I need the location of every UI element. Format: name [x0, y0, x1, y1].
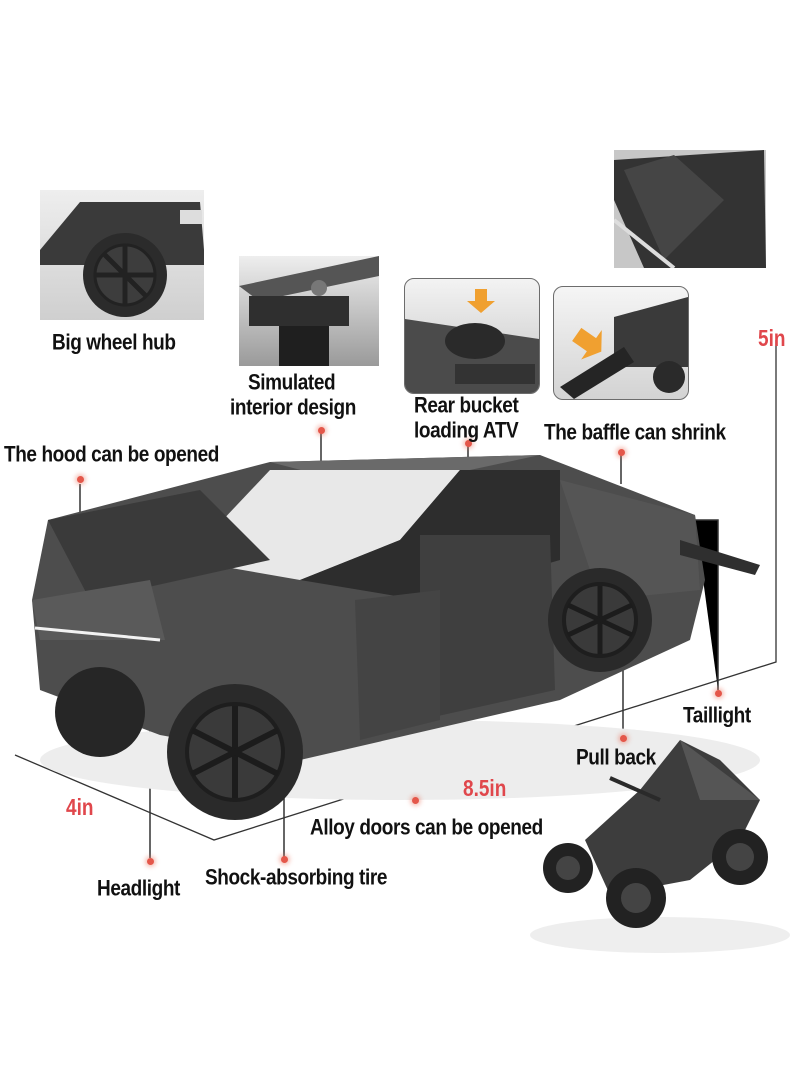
- hood-dot: [77, 476, 84, 483]
- rear-bucket-dot: [465, 440, 472, 447]
- baffle-label: The baffle can shrink: [544, 421, 726, 446]
- taillight-dot: [715, 690, 722, 697]
- atv-toy: [530, 740, 790, 953]
- length-dimension: 8.5in: [463, 777, 507, 803]
- height-dimension: 5in: [758, 327, 786, 353]
- interior-photo: [239, 256, 379, 366]
- alloy-doors-dot: [412, 797, 419, 804]
- top-view-photo: [614, 150, 766, 268]
- interior-illustration: [239, 256, 379, 366]
- wheel-hub-illustration: [40, 202, 204, 317]
- taillight-label: Taillight: [683, 704, 751, 729]
- top-view-illustration: [614, 150, 766, 268]
- interior-dot: [318, 427, 325, 434]
- wheel-hub-photo: [40, 190, 204, 320]
- big-wheel-hub-label: Big wheel hub: [52, 331, 176, 356]
- shock-tire-label: Shock-absorbing tire: [205, 866, 388, 891]
- rear-bucket-label-1: Rear bucket: [414, 394, 519, 419]
- shock-tire-dot: [281, 856, 288, 863]
- rear-bucket-atv-photo[interactable]: [404, 278, 540, 394]
- width-dimension: 4in: [66, 796, 94, 822]
- pull-back-label: Pull back: [576, 746, 656, 771]
- baffle-ramp-photo[interactable]: [553, 286, 689, 400]
- headlight-label: Headlight: [97, 877, 180, 902]
- pull-back-dot: [620, 735, 627, 742]
- simulated-interior-label-2: interior design: [230, 396, 356, 421]
- headlight-dot: [147, 858, 154, 865]
- rear-bucket-label-2: loading ATV: [414, 419, 519, 444]
- simulated-interior-label-1: Simulated: [248, 371, 336, 396]
- alloy-doors-label: Alloy doors can be opened: [310, 816, 543, 841]
- ramp-illustration: [560, 297, 688, 399]
- atv-in-bed-illustration: [405, 289, 539, 393]
- wheels: [55, 568, 652, 820]
- baffle-dot: [618, 449, 625, 456]
- hood-label: The hood can be opened: [4, 443, 219, 468]
